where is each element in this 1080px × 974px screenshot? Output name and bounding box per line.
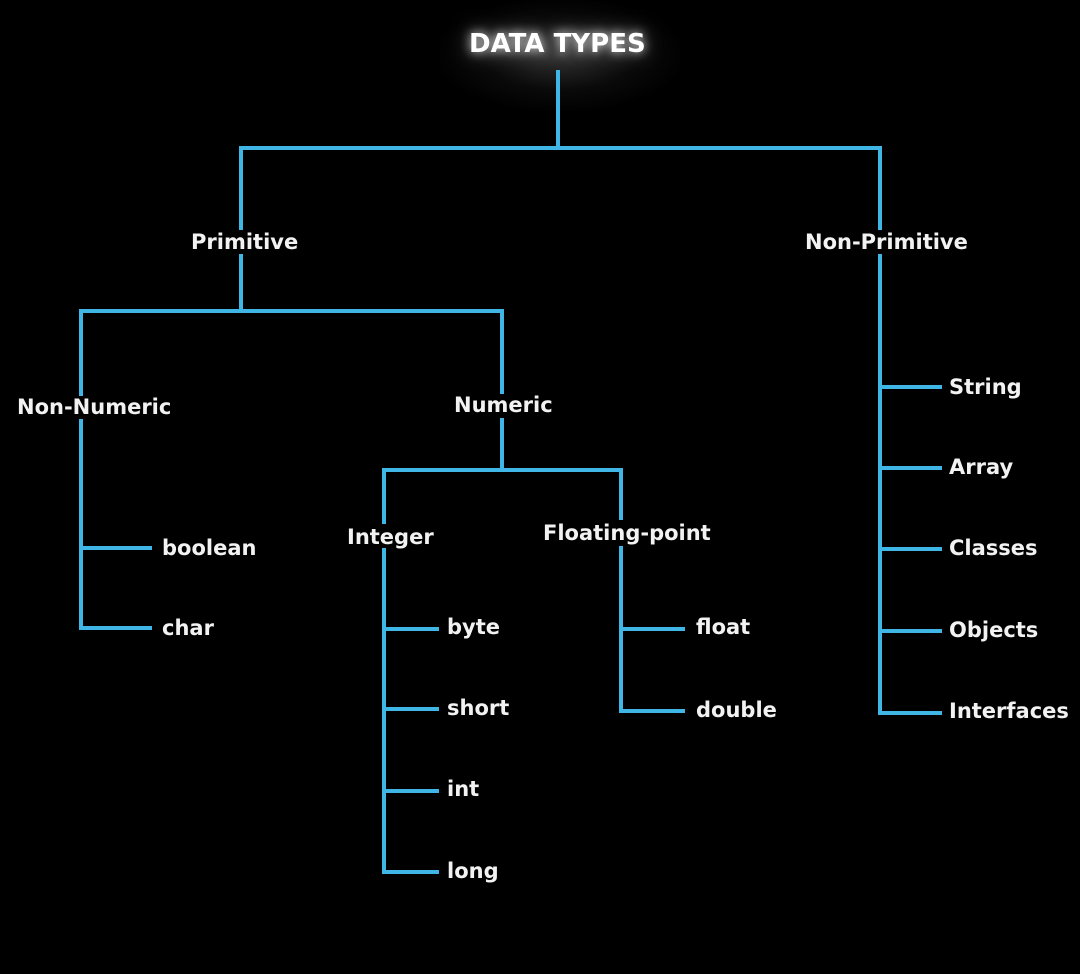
leaf-float: float	[696, 615, 751, 639]
leaf-string: String	[949, 375, 1022, 399]
leaf-long: long	[447, 859, 499, 883]
diagram-title: DATA TYPES	[469, 29, 646, 59]
leaf-objects: Objects	[949, 618, 1039, 642]
edge-non-numeric-trunk	[79, 419, 152, 630]
edge-integer-trunk	[382, 548, 439, 874]
leaf-interfaces: Interfaces	[949, 699, 1069, 723]
leaf-classes: Classes	[949, 536, 1038, 560]
leaf-char: char	[162, 616, 214, 640]
node-numeric: Numeric	[454, 393, 553, 417]
node-non-numeric: Non-Numeric	[17, 395, 172, 419]
leaf-boolean: boolean	[162, 536, 257, 560]
leaf-array: Array	[949, 455, 1014, 479]
edge-non-primitive-trunk	[878, 254, 942, 715]
leaf-short: short	[447, 696, 510, 720]
leaf-double: double	[696, 698, 777, 722]
edge-floating-trunk	[619, 546, 685, 713]
node-primitive: Primitive	[191, 230, 299, 254]
node-integer: Integer	[347, 525, 434, 549]
leaf-byte: byte	[447, 615, 501, 639]
node-floating-point: Floating-point	[543, 521, 711, 545]
leaf-int: int	[447, 777, 480, 801]
node-non-primitive: Non-Primitive	[805, 230, 968, 254]
